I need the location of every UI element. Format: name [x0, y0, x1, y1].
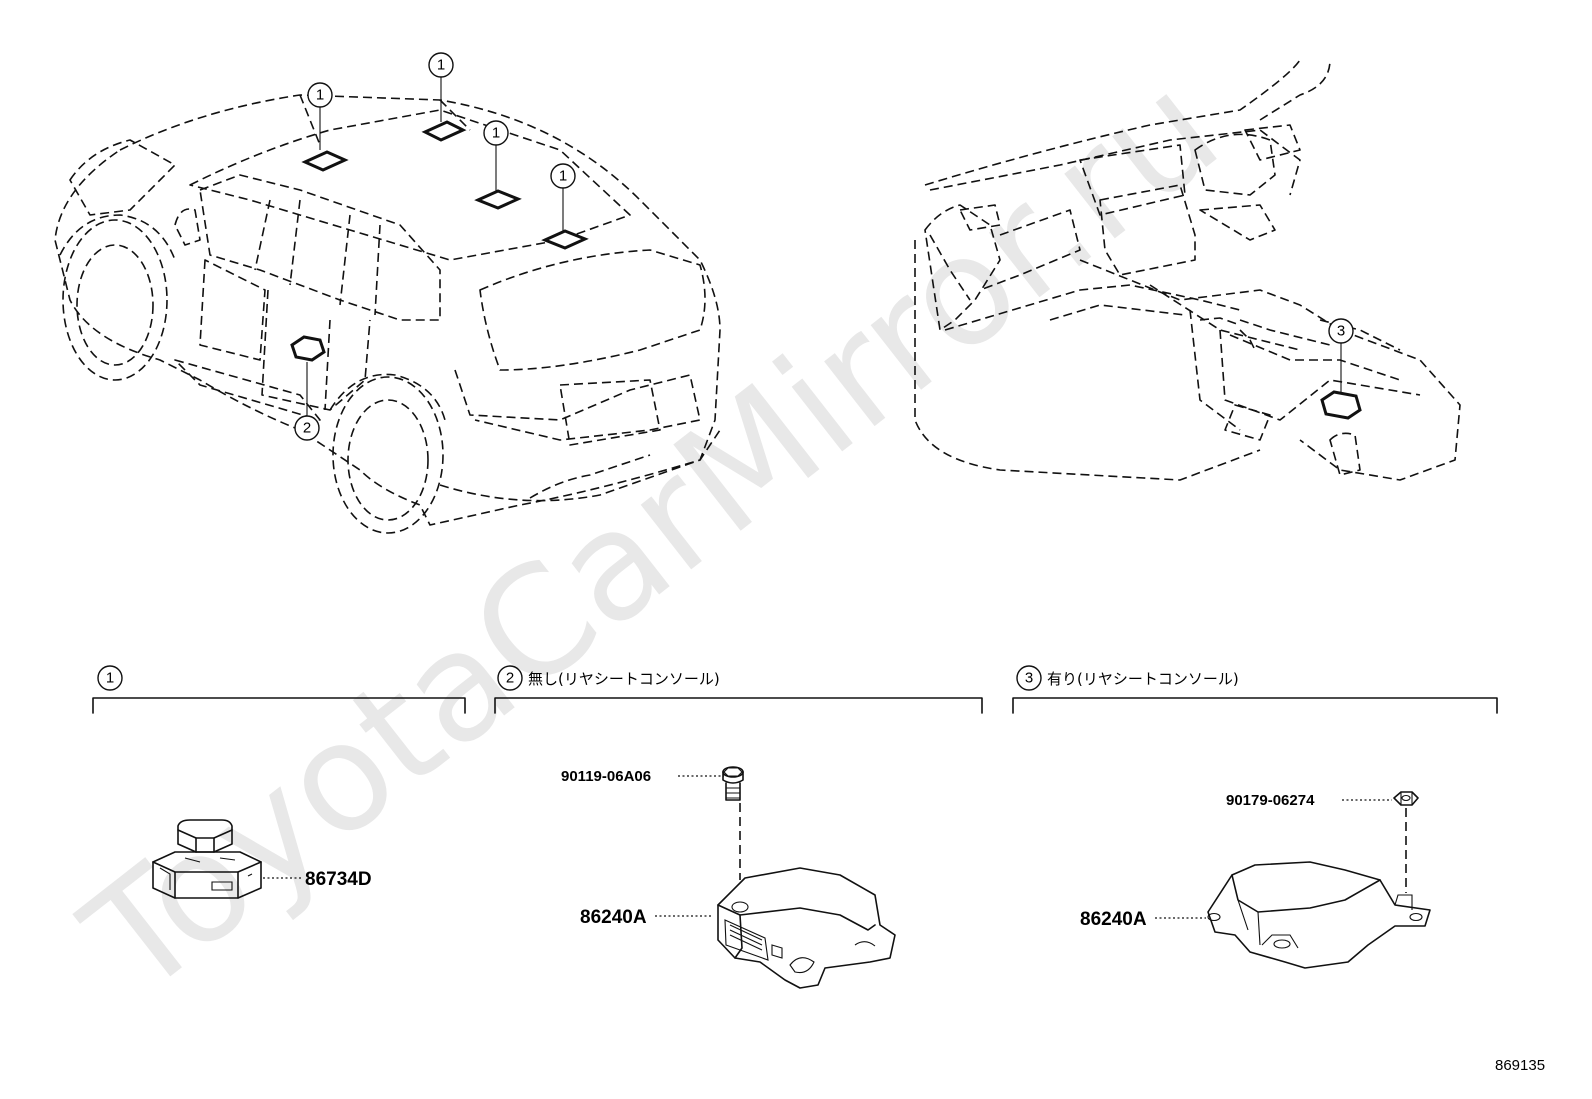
ecu-left-part-number: 86240A [580, 907, 647, 928]
bolt-left-callout: 90119-06A06 [561, 768, 724, 785]
section-3-label: 有り(リヤシートコンソール) [1047, 670, 1239, 688]
section-2-header: 2 無し(リヤシートコンソール) [494, 665, 983, 714]
bolt-left-part-number: 90119-06A06 [561, 768, 651, 785]
sensor-part-callout: 86734D [263, 869, 372, 890]
callout-roof-c-number: 1 [492, 125, 500, 142]
callout-console-number: 3 [1337, 323, 1345, 340]
nut-right-callout: 90179-06274 [1226, 792, 1392, 809]
section-3-header: 3 有り(リヤシートコンソール) [1012, 665, 1498, 714]
interior-illustration [914, 59, 1461, 481]
section-1-header: 1 [92, 665, 466, 714]
ecu-left-drawing [717, 867, 896, 989]
roof-sensor-a [301, 150, 349, 172]
door-sensor [290, 335, 326, 362]
vehicle-illustration [54, 94, 721, 534]
callout-roof-a-number: 1 [316, 87, 324, 104]
section-3-number: 3 [1025, 670, 1033, 687]
callout-roof-c: 1 [483, 120, 509, 192]
section-1-number-badge: 1 [97, 665, 123, 691]
callout-roof-a: 1 [307, 82, 333, 150]
ecu-right-drawing [1207, 861, 1431, 969]
section-2-number-badge: 2 [497, 665, 523, 691]
section-1-number: 1 [106, 670, 114, 687]
roof-sensor-d [541, 229, 589, 250]
ecu-right-callout: 86240A [1080, 909, 1206, 930]
roof-sensor-b [421, 120, 467, 142]
section-2-label: 無し(リヤシートコンソール) [528, 670, 720, 688]
figure-number: 869135 [1495, 1057, 1545, 1074]
nut-right-drawing [1393, 791, 1419, 806]
sensor-part-number: 86734D [305, 869, 372, 890]
callout-roof-d: 1 [550, 163, 576, 232]
section-3-number-badge: 3 [1016, 665, 1042, 691]
bolt-left-drawing [722, 766, 744, 801]
callout-roof-d-number: 1 [559, 168, 567, 185]
callout-roof-b: 1 [428, 52, 454, 122]
sensor-part-drawing [152, 819, 262, 899]
nut-right-part-number: 90179-06274 [1226, 792, 1315, 809]
roof-sensor-c [474, 189, 522, 210]
watermark: ToyotaCarMirror.ru [54, 42, 1249, 1029]
callout-roof-b-number: 1 [437, 57, 445, 74]
callout-console: 3 [1328, 318, 1354, 392]
callout-door: 2 [294, 362, 320, 441]
callout-door-number: 2 [303, 420, 311, 437]
section-2-number: 2 [506, 670, 514, 687]
console-sensor [1320, 390, 1362, 420]
ecu-right-part-number: 86240A [1080, 909, 1147, 930]
ecu-left-callout: 86240A [580, 907, 712, 928]
